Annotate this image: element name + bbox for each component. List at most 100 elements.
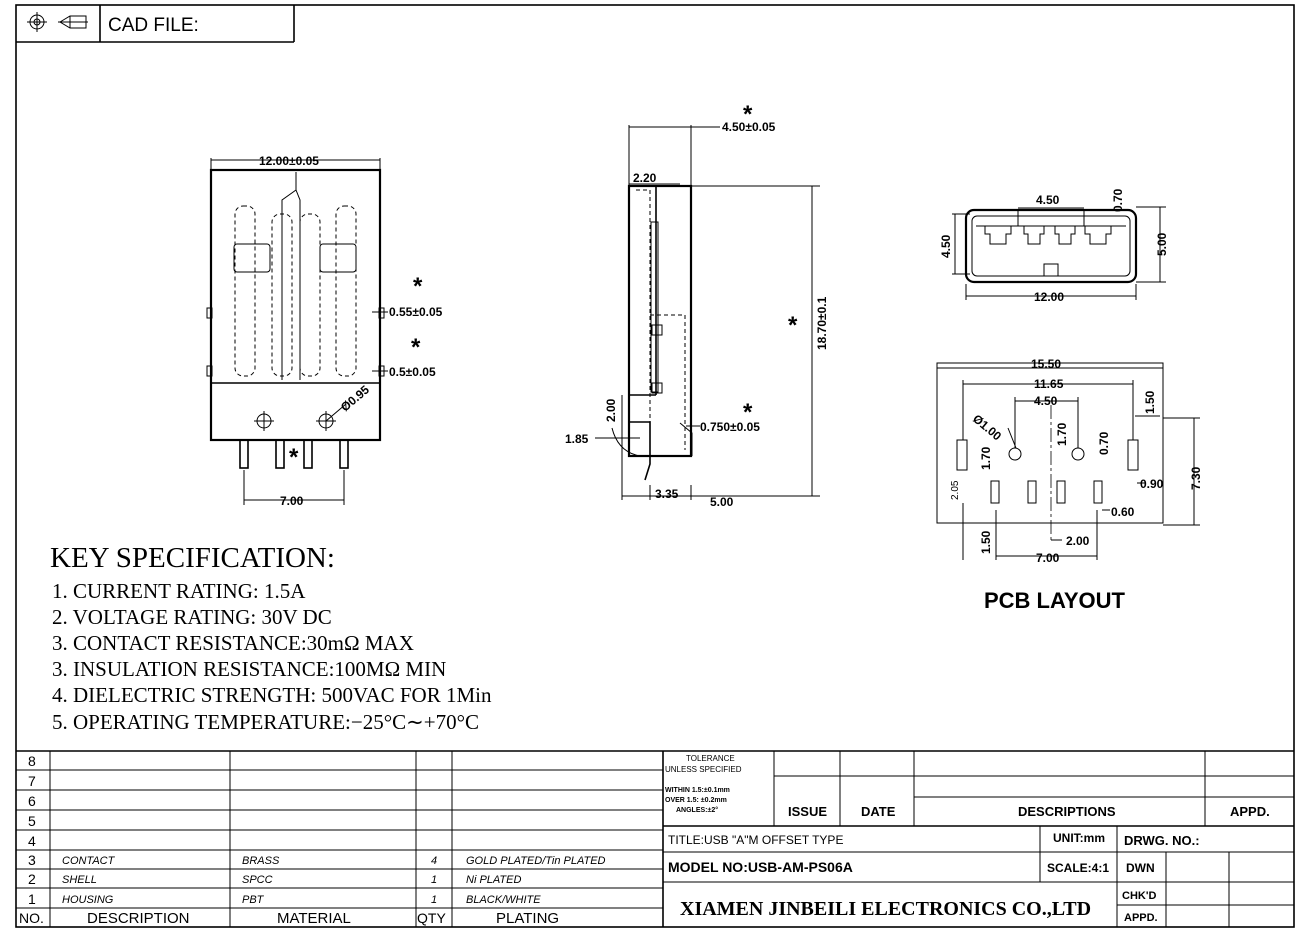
dim-front-055: 0.55±0.05	[389, 305, 443, 319]
dim-pcb-1165: 11.65	[1034, 377, 1064, 391]
key-spec-item: 2. VOLTAGE RATING: 30V DC	[52, 605, 332, 629]
dim-front-hole: Ø0.95	[338, 382, 372, 414]
bom-header-description: DESCRIPTION	[87, 910, 190, 927]
dim-pcb-205: 2.05	[950, 480, 961, 500]
dim-pcb-060: 0.60	[1111, 505, 1135, 519]
header-box: CAD FILE:	[16, 5, 295, 43]
bom-header-plating: PLATING	[496, 910, 559, 927]
appd-header: APPD.	[1230, 804, 1270, 819]
title-block-grid	[663, 751, 1294, 927]
scale-label: SCALE:4:1	[1047, 861, 1109, 875]
model-number: MODEL NO:USB-AM-PS06A	[668, 859, 853, 875]
dim-pcb-450: 4.50	[1034, 394, 1058, 408]
drawing-number-label: DRWG. NO.:	[1124, 833, 1200, 848]
tolerance-line: UNLESS SPECIFIED	[665, 765, 742, 774]
key-spec-item: 3. CONTACT RESISTANCE:30mΩ MAX	[52, 631, 414, 655]
key-spec-item: 5. OPERATING TEMPERATURE:−25°C∼+70°C	[52, 710, 479, 734]
bom-row-number: 2	[28, 871, 36, 887]
bom-row-number: 7	[28, 773, 36, 789]
key-spec-item: 3. INSULATION RESISTANCE:100MΩ MIN	[52, 657, 446, 681]
cad-file-label: CAD FILE:	[108, 15, 199, 36]
dim-pcb-070: 0.70	[1097, 431, 1111, 455]
bom-cell-plating: Ni PLATED	[466, 874, 521, 886]
issue-header: ISSUE	[788, 804, 827, 819]
dim-side-185: 1.85	[565, 432, 589, 446]
dim-end-450-top: 4.50	[1036, 193, 1060, 207]
bom-cell-description: CONTACT	[62, 855, 116, 867]
checked-by-label: CHK'D	[1122, 890, 1156, 902]
unit-label: UNIT:mm	[1053, 831, 1105, 845]
dim-pcb-hole: Ø1.00	[970, 412, 1004, 444]
dim-front-pitch: 7.00	[280, 494, 304, 508]
key-spec-item: 1. CURRENT RATING: 1.5A	[52, 579, 306, 603]
tolerance-line: TOLERANCE	[686, 754, 735, 763]
bom-header-no: NO.	[19, 910, 44, 926]
critical-mark-5: *	[788, 312, 798, 339]
drawing-title: TITLE:USB "A"M OFFSET TYPE	[668, 833, 843, 847]
key-spec-title: KEY SPECIFICATION:	[50, 542, 335, 574]
dim-front-05: 0.5±0.05	[389, 365, 436, 379]
side-view	[595, 125, 820, 500]
bom-row-number: 5	[28, 813, 36, 829]
dim-pcb-700: 7.00	[1036, 551, 1060, 565]
dim-pcb-200: 2.00	[1066, 534, 1090, 548]
bom-cell-description: SHELL	[62, 874, 97, 886]
dim-side-500: 5.00	[710, 495, 734, 509]
dim-side-450: 4.50±0.05	[722, 120, 776, 134]
tolerance-line: OVER 1.5: ±0.2mm	[665, 797, 727, 804]
critical-mark-2: *	[411, 334, 421, 361]
critical-mark-3: *	[289, 444, 299, 471]
critical-mark-1: *	[413, 273, 423, 300]
tolerance-line: ANGLES:±2°	[676, 806, 718, 814]
company-name: XIAMEN JINBEILI ELECTRONICS CO.,LTD	[680, 898, 1091, 920]
dim-side-0750: 0.750±0.05	[700, 420, 760, 434]
dim-pcb-1550: 15.50	[1031, 357, 1061, 371]
bom-cell-description: HOUSING	[62, 894, 114, 906]
drawn-by-label: DWN	[1126, 861, 1155, 875]
bom-cell-qty: 1	[431, 874, 437, 886]
dim-side-1870: 18.70±0.1	[815, 296, 829, 350]
dim-pcb-090: 0.90	[1140, 477, 1164, 491]
dim-end-070: 0.70	[1111, 188, 1125, 212]
dim-pcb-170-mid: 1.70	[1055, 422, 1069, 446]
critical-mark-6: *	[743, 399, 753, 426]
dim-pcb-170-left: 1.70	[979, 446, 993, 470]
bom-row-number: 3	[28, 852, 36, 868]
front-view	[206, 158, 388, 505]
bom-table-grid	[16, 750, 1294, 927]
critical-mark-4: *	[743, 101, 753, 128]
bom-cell-qty: 4	[431, 855, 437, 867]
dim-side-335: 3.35	[655, 487, 679, 501]
bom-cell-plating: BLACK/WHITE	[466, 894, 541, 906]
bom-cell-plating: GOLD PLATED/Tin PLATED	[466, 855, 606, 867]
date-header: DATE	[861, 804, 896, 819]
sheet-border	[15, 4, 1295, 928]
dim-end-450-side: 4.50	[939, 234, 953, 258]
bom-cell-material: PBT	[242, 894, 265, 906]
tolerance-line: WITHIN 1.5:±0.1mm	[665, 787, 730, 794]
bom-row-number: 1	[28, 891, 36, 907]
dim-end-500: 5.00	[1155, 232, 1169, 256]
bom-header-qty: QTY	[417, 910, 446, 926]
approved-by-label: APPD.	[1124, 912, 1158, 924]
dim-end-1200: 12.00	[1034, 290, 1064, 304]
pcb-layout-view	[936, 362, 1200, 560]
key-spec-item: 4. DIELECTRIC STRENGTH: 500VAC FOR 1Min	[52, 683, 492, 707]
bom-row-number: 6	[28, 793, 36, 809]
first-angle-projection-icon	[27, 12, 88, 32]
dim-front-width: 12.00±0.05	[259, 154, 319, 168]
bom-row-number: 4	[28, 833, 36, 849]
pcb-layout-title: PCB LAYOUT	[984, 588, 1126, 613]
descriptions-header: DESCRIPTIONS	[1018, 804, 1116, 819]
bom-header-material: MATERIAL	[277, 910, 351, 927]
bom-cell-material: SPCC	[242, 874, 273, 886]
dim-side-200: 2.00	[604, 398, 618, 422]
dim-pcb-150-bottom: 1.50	[979, 530, 993, 554]
dim-pcb-730: 7.30	[1189, 466, 1203, 490]
bom-cell-qty: 1	[431, 894, 437, 906]
bom-row-number: 8	[28, 753, 36, 769]
end-view	[952, 206, 1166, 300]
dim-pcb-150-top: 1.50	[1143, 390, 1157, 414]
bom-cell-material: BRASS	[242, 855, 280, 867]
